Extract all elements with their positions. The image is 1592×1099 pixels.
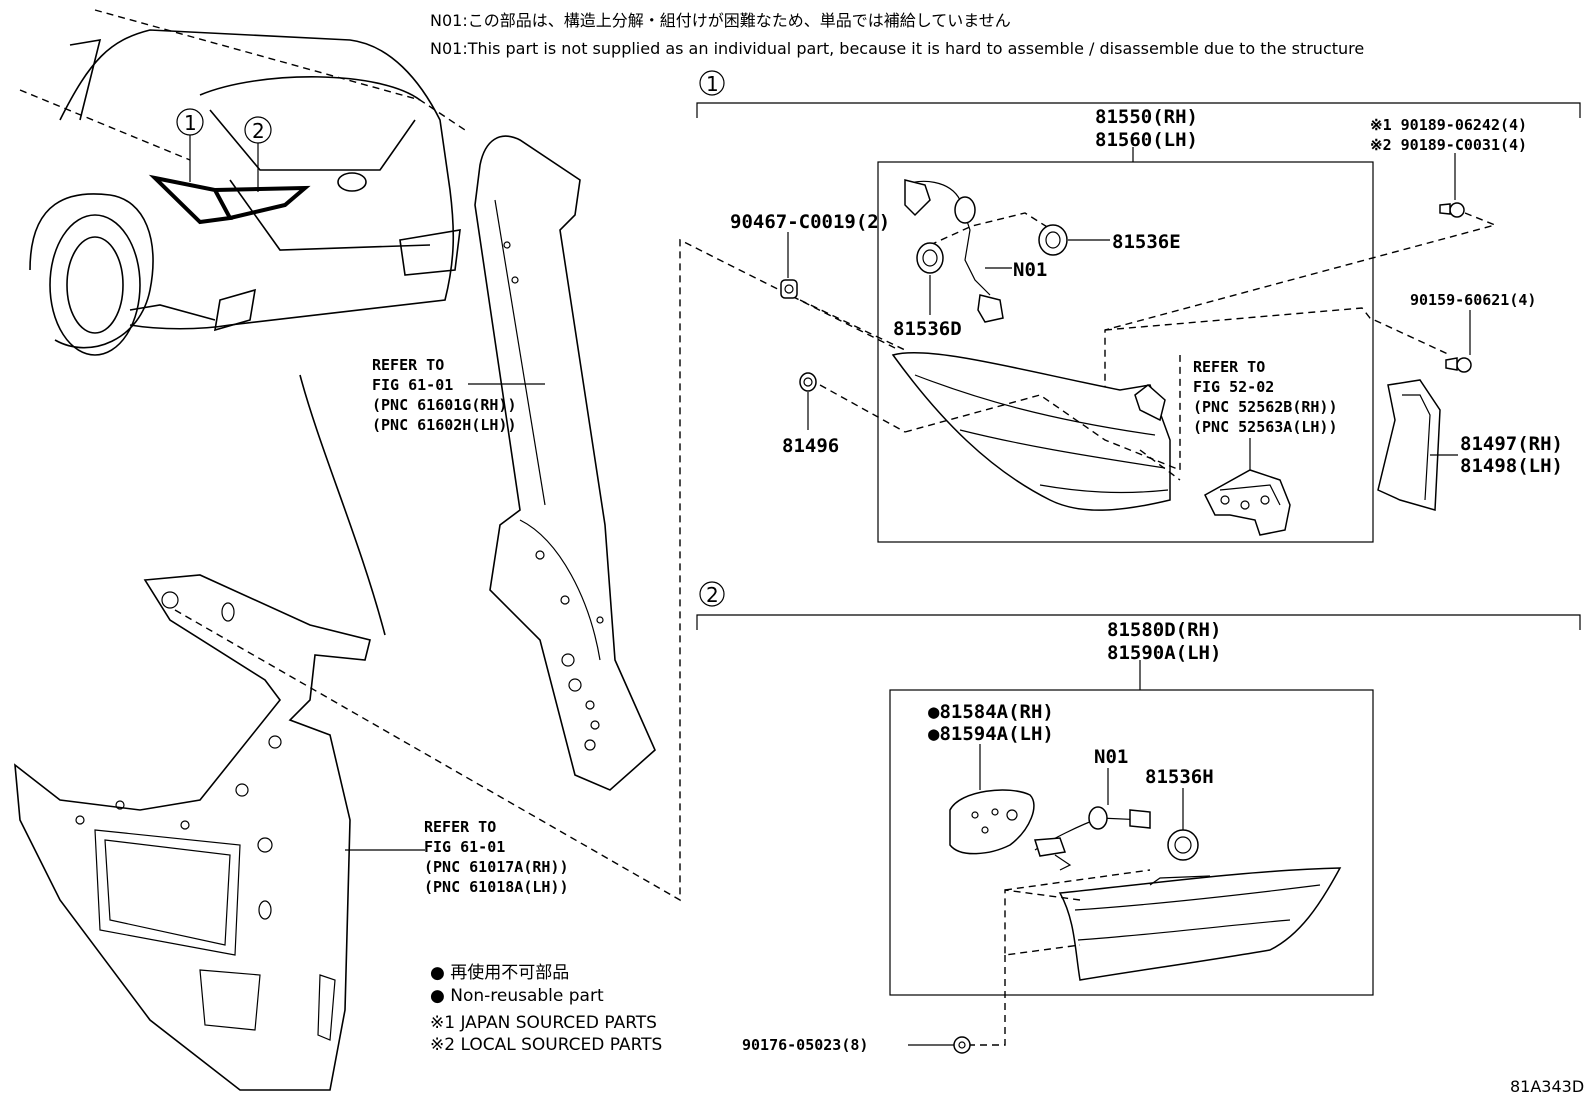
tail-lamp-group2 — [1058, 867, 1342, 981]
group2-title-lh: 81590A(LH) — [1107, 642, 1221, 664]
bracket-icon — [1204, 469, 1291, 536]
group1-clip: 81496 — [782, 435, 839, 457]
group1-ref-fig: FIG 52-02 — [1193, 378, 1274, 396]
group1-n01: N01 — [1013, 259, 1047, 281]
group2-box — [889, 689, 1374, 996]
legend-local-sourced: ※2 LOCAL SOURCED PARTS — [430, 1035, 662, 1055]
pillar-panel — [468, 135, 656, 791]
legend-non-reusable-en: ● Non-reusable part — [430, 986, 604, 1006]
group1-socket-e: 81536E — [1112, 231, 1181, 253]
note-japanese: N01:この部品は、構造上分解・組付けが困難なため、単品では補給していません — [430, 11, 1011, 30]
group1-cover-rh: 81497(RH) — [1460, 433, 1563, 455]
cover-81497-icon — [1377, 379, 1441, 511]
group1-cover-lh: 81498(LH) — [1460, 455, 1563, 477]
legend-japan-sourced: ※1 JAPAN SOURCED PARTS — [430, 1013, 657, 1033]
group2-title-rh: 81580D(RH) — [1107, 619, 1221, 641]
ref-panel-fig: FIG 61-01 — [424, 838, 505, 856]
group1-nut: 90467-C0019(2) — [730, 211, 890, 233]
ref-pillar-title: REFER TO — [372, 356, 444, 374]
group2-gasket-rh: ●81584A(RH) — [928, 701, 1054, 723]
figure-code: 81A343D — [1510, 1077, 1584, 1096]
ref-pillar-pnc1: (PNC 61601G(RH)) — [372, 396, 517, 414]
group1-ref-title: REFER TO — [1193, 358, 1265, 376]
callout-2-car: 2 — [252, 119, 265, 143]
group1-socket-d: 81536D — [893, 318, 962, 340]
group1-screw-b: ※2 90189-C0031(4) — [1370, 136, 1527, 154]
ref-panel-pnc2: (PNC 61018A(LH)) — [424, 878, 569, 896]
screw-icon-3 — [953, 1036, 971, 1054]
gasket-icon — [949, 789, 1035, 855]
quarter-panel — [14, 374, 425, 1091]
screw-icon-2 — [1445, 357, 1472, 373]
callout-1-car: 1 — [184, 111, 197, 135]
socket-81536h-icon — [1167, 829, 1199, 861]
socket-81536e-icon — [1038, 224, 1068, 256]
group1-ref-pnc2: (PNC 52563A(LH)) — [1193, 418, 1338, 436]
group1-screw-a: ※1 90189-06242(4) — [1370, 116, 1527, 134]
group2-gasket-lh: ●81594A(LH) — [928, 723, 1054, 745]
legend-non-reusable-jp: ● 再使用不可部品 — [430, 962, 569, 983]
callout-1-group: 1 — [706, 72, 719, 96]
screw-icon-1 — [1439, 202, 1465, 218]
clip-81496-icon — [799, 372, 817, 392]
ref-pillar-pnc2: (PNC 61602H(LH)) — [372, 416, 517, 434]
group1-screw-c: 90159-60621(4) — [1410, 291, 1536, 309]
note-english: N01:This part is not supplied as an indi… — [430, 39, 1364, 58]
socket-harness-group1 — [904, 179, 1061, 323]
car-rear-illustration: 1 2 — [19, 9, 466, 356]
nut-icon — [780, 279, 798, 299]
group2-screw: 90176-05023(8) — [742, 1036, 868, 1054]
group1-ref-pnc1: (PNC 52562B(RH)) — [1193, 398, 1338, 416]
tail-lamp-group1 — [891, 352, 1171, 511]
ref-panel-pnc1: (PNC 61017A(RH)) — [424, 858, 569, 876]
group1-title-rh: 81550(RH) — [1095, 106, 1198, 128]
ref-panel-title: REFER TO — [424, 818, 496, 836]
group1-box — [877, 161, 1374, 543]
group2-socket-h: 81536H — [1145, 766, 1214, 788]
socket-harness-group2 — [1034, 806, 1151, 871]
callout-2-group: 2 — [706, 583, 719, 607]
ref-pillar-fig: FIG 61-01 — [372, 376, 453, 394]
group2-n01: N01 — [1094, 746, 1128, 768]
group1-title-lh: 81560(LH) — [1095, 129, 1198, 151]
